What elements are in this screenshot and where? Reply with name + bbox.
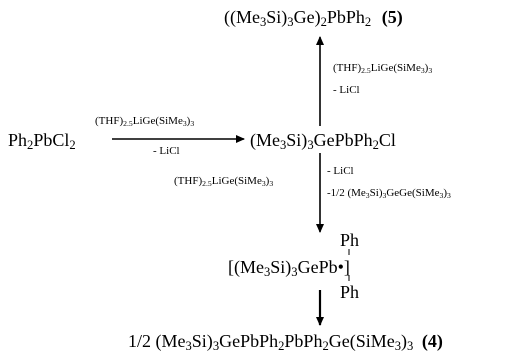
up-arrow-byproduct: - LiCl <box>333 84 360 96</box>
up-arrow-reagent: (THF)2.5LiGe(SiMe3)3 <box>333 62 433 75</box>
compound-label-5: (5) <box>381 7 403 27</box>
top-product: ((Me3Si)3Ge)2PbPh2 (5) <box>224 7 403 30</box>
radical-species: [(Me3Si)3GePb•] <box>228 257 350 280</box>
compound-label-4: (4) <box>421 331 443 351</box>
right-arrow-reagent: (THF)2.5LiGe(SiMe3)3 <box>95 115 195 128</box>
radical-ph-bottom: Ph <box>340 282 360 302</box>
right-arrow-byproduct: - LiCl <box>153 145 180 157</box>
starting-material: Ph2PbCl2 <box>8 130 76 153</box>
down-arrow-byproduct-2: -1/2 (Me3Si)3GeGe(SiMe3)3 <box>327 187 451 200</box>
radical-ph-top: Ph <box>340 230 360 250</box>
final-product: 1/2 (Me3Si)3GePbPh2PbPh2Ge(SiMe3)3 (4) <box>128 331 443 353</box>
down-arrow-reagent: (THF)2.5LiGe(SiMe3)3 <box>174 175 274 188</box>
down-arrow-byproduct-1: - LiCl <box>327 165 354 177</box>
intermediate: (Me3Si)3GePbPh2Cl <box>250 130 396 153</box>
